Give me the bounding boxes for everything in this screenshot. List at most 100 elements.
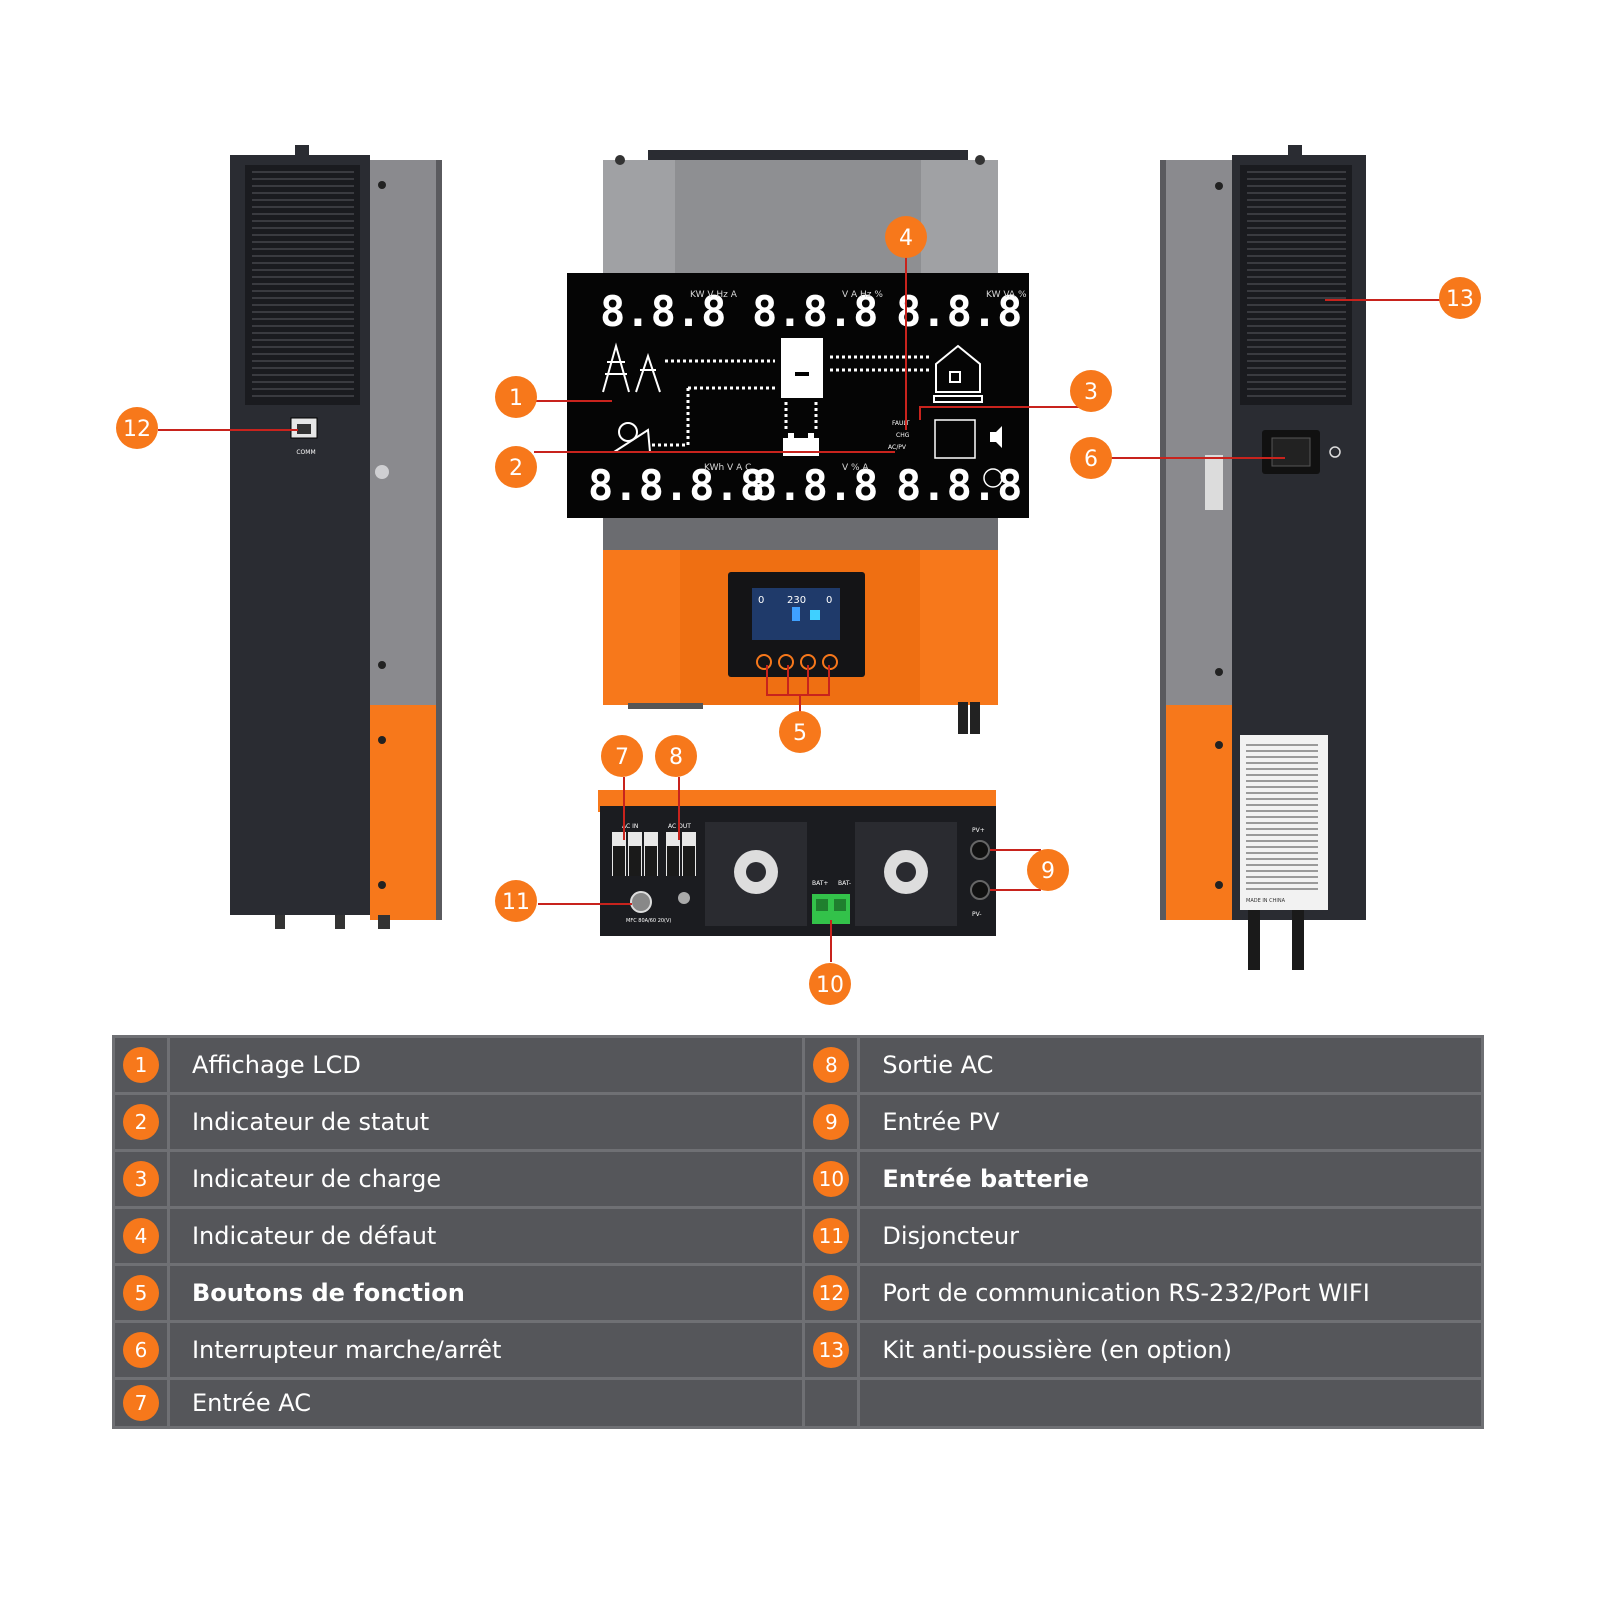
legend-left-label: Indicateur de défaut — [166, 1206, 806, 1266]
bottom-view: AC IN AC OUT MFC 80A/60 20(V) — [598, 790, 996, 936]
callout-12: 12 — [116, 407, 158, 449]
svg-text:2: 2 — [509, 456, 523, 481]
power-switch[interactable] — [1262, 430, 1320, 474]
lcd-top-mid-units: V A Hz % — [842, 290, 883, 300]
legend-right-label: Sortie AC — [857, 1035, 1484, 1095]
lcd-top-left: 8.8.8 — [600, 287, 726, 336]
legend-label-text: Disjoncteur — [882, 1222, 1020, 1250]
vent-grille-left — [245, 165, 360, 405]
legend-label-text: Interrupteur marche/arrêt — [191, 1336, 502, 1364]
svg-text:10: 10 — [816, 973, 844, 998]
callout-8: 8 — [655, 735, 697, 777]
legend-left-label: Entrée AC — [166, 1377, 806, 1429]
legend-badge: 9 — [813, 1104, 850, 1140]
svg-text:3: 3 — [1084, 380, 1098, 405]
battery-terminals: BAT+ BAT- — [812, 880, 851, 924]
svg-text:1: 1 — [509, 386, 523, 411]
svg-text:5: 5 — [793, 721, 807, 746]
legend-right-number-cell: 11 — [802, 1206, 861, 1266]
lcd-status-ac-pv: AC/PV — [888, 444, 907, 451]
lcd-display: 8.8.8 KW V Hz A 8.8.8 V A Hz % 8.8.8 KW … — [567, 273, 1029, 518]
circuit-breaker-knob[interactable] — [630, 891, 652, 913]
legend-right-label: Entrée batterie — [857, 1149, 1484, 1209]
legend-right-number-cell: 8 — [802, 1035, 861, 1095]
legend-label-text: Indicateur de statut — [191, 1108, 430, 1136]
callout-11: 11 — [495, 880, 537, 922]
legend-right-number-cell — [802, 1377, 861, 1429]
callout-5: 5 — [779, 711, 821, 753]
function-button-1[interactable] — [756, 654, 772, 670]
legend-right-number-cell: 13 — [802, 1320, 861, 1380]
grid-tower-icon — [602, 342, 661, 393]
front-view: 0 230 0 8.8.8 KW V Hz A 8.8.8 V A Hz % 8… — [567, 150, 1029, 734]
vent-grille-right — [1240, 165, 1352, 405]
breaker-label: MFC 80A/60 20(V) — [626, 918, 671, 924]
lcd-top-right: 8.8.8 — [896, 287, 1022, 336]
legend-label-text: Sortie AC — [882, 1051, 994, 1079]
legend-label-text: Indicateur de défaut — [191, 1222, 437, 1250]
callout-13: 13 — [1439, 277, 1481, 319]
legend-left-number-cell: 1 — [112, 1035, 170, 1095]
power-flow-lines — [652, 355, 930, 447]
house-load-icon — [933, 344, 983, 403]
svg-text:6: 6 — [1084, 447, 1098, 472]
ac-breakers: AC IN AC OUT — [612, 823, 696, 876]
function-button-2[interactable] — [778, 654, 794, 670]
legend-left-label: Indicateur de statut — [166, 1092, 806, 1152]
comm-port-icon: COMM — [290, 417, 318, 456]
legend-label-text: Entrée PV — [882, 1108, 1000, 1136]
lcd-bot-mid: 8.8.8 — [752, 461, 878, 510]
settings-icon — [934, 419, 976, 459]
svg-text:8: 8 — [669, 745, 683, 770]
legend-label-text: Port de communication RS-232/Port WIFI — [882, 1279, 1370, 1307]
inverter-diagram: COMM 0 230 0 — [116, 145, 1481, 1005]
legend-label-text: Entrée batterie — [882, 1165, 1089, 1193]
power-icon — [1329, 446, 1341, 458]
legend-right-label — [857, 1377, 1484, 1429]
right-side-view: MADE IN CHINA — [1160, 145, 1366, 970]
legend-right-number-cell: 10 — [802, 1149, 861, 1209]
lcd-top-right-units: KW VA % — [986, 290, 1027, 300]
callout-lines — [158, 243, 1452, 962]
svg-text:12: 12 — [123, 417, 151, 442]
legend-right-label: Disjoncteur — [857, 1206, 1484, 1266]
legend-left-label: Affichage LCD — [166, 1035, 806, 1095]
small-screen-v3: 0 — [826, 595, 832, 606]
legend-badge: 3 — [122, 1161, 159, 1197]
left-side-view: COMM — [230, 145, 442, 929]
legend-left-number-cell: 6 — [112, 1320, 170, 1380]
lcd-bot-mid-units: V % A — [842, 463, 869, 473]
legend-badge: 8 — [813, 1047, 850, 1083]
legend-label-text: Affichage LCD — [191, 1051, 361, 1079]
legend-right-number-cell: 12 — [802, 1263, 861, 1323]
callout-3: 3 — [1070, 370, 1112, 412]
bat-pos-label: BAT+ — [812, 880, 828, 887]
cooling-fan-left — [705, 822, 807, 926]
made-in-label: MADE IN CHINA — [1246, 898, 1286, 904]
legend-right-label: Port de communication RS-232/Port WIFI — [857, 1263, 1484, 1323]
legend-badge: 12 — [813, 1275, 850, 1311]
legend-badge: 2 — [122, 1104, 159, 1140]
legend-label-text: Boutons de fonction — [191, 1279, 465, 1307]
svg-text:11: 11 — [502, 890, 530, 915]
callout-9: 9 — [1027, 849, 1069, 891]
pv-pos-label: PV+ — [972, 827, 985, 834]
legend-left-label: Boutons de fonction — [166, 1263, 806, 1323]
callout-6: 6 — [1070, 437, 1112, 479]
legend-badge: 13 — [813, 1332, 850, 1368]
legend-left-number-cell: 2 — [112, 1092, 170, 1152]
legend-left-number-cell: 3 — [112, 1149, 170, 1209]
legend-row: 2 Indicateur de statut 9 Entrée PV — [112, 1092, 1484, 1152]
callout-1: 1 — [495, 376, 537, 418]
callout-4: 4 — [885, 216, 927, 258]
legend-table: 1 Affichage LCD 8 Sortie AC 2 Indicateur de s… — [112, 1035, 1484, 1429]
legend-row: 1 Affichage LCD 8 Sortie AC — [112, 1035, 1484, 1095]
pv-neg-label: PV- — [972, 911, 982, 918]
callout-10: 10 — [809, 963, 851, 1005]
legend-right-label: Entrée PV — [857, 1092, 1484, 1152]
